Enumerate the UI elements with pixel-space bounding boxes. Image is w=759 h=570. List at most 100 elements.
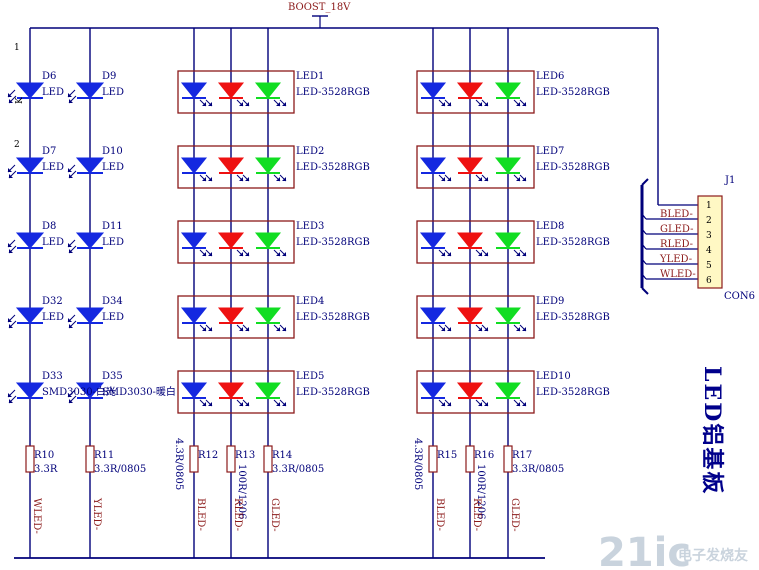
connector-net-2: BLED- [660, 209, 693, 220]
led-d8-body [15, 232, 45, 249]
connector-entry-3 [641, 228, 647, 235]
connector-pin-6: 6 [706, 276, 712, 286]
rgb-led6-blue-body [419, 82, 447, 99]
rgb-led3-green-ray1-head [276, 252, 280, 256]
rgb-ref-led6: LED6 [536, 71, 564, 82]
rgb-led7-blue-body [419, 157, 447, 174]
led-ref-d34: D34 [102, 296, 123, 307]
resistor-ref-r15: R15 [437, 450, 457, 461]
rgb-led7-red-ray2-head [484, 177, 488, 181]
rgb-led6-red-body [456, 82, 484, 99]
connector-pin-1: 1 [706, 201, 712, 211]
led-d11 [67, 232, 105, 254]
led-d9-ray1-head [68, 93, 72, 97]
rgb-ref-led5: LED5 [296, 371, 324, 382]
rgb-led10-green-ray2-head [522, 402, 526, 406]
resistor-ref-r10: R10 [34, 450, 54, 461]
rgb-led8-blue [419, 232, 452, 257]
rgb-led10-blue-body [419, 382, 447, 399]
led-d7-ray2-head [9, 174, 13, 178]
resistor-ref-r16: R16 [474, 450, 494, 461]
led-d33-ray2-head [9, 399, 13, 403]
net-label-r17: GLED- [509, 498, 520, 532]
rgb-led6-red-ray1-head [478, 102, 482, 106]
resistor-r16 [465, 445, 475, 473]
rgb-led8-blue-body [419, 232, 447, 249]
led-d10-ray1-head [68, 168, 72, 172]
rgb-led3-green [254, 232, 287, 257]
rgb-led5-red-ray2-head [245, 402, 249, 406]
rgb-led2-green-ray2-head [282, 177, 286, 181]
rgb-led2-red-ray2-head [245, 177, 249, 181]
led-d34-ray1-head [68, 318, 72, 322]
rgb-led7-green-ray2-head [522, 177, 526, 181]
resistor-value-r14: 3.3R/0805 [272, 464, 324, 475]
rgb-led3-red [217, 232, 250, 257]
rgb-led4-red-body [217, 307, 245, 324]
rgb-led4-green [254, 307, 287, 332]
led-d35-ray2-head [69, 399, 73, 403]
rgb-led5-blue-body [180, 382, 208, 399]
rgb-led4-red-ray1-head [239, 327, 243, 331]
rgb-value-led1: LED-3528RGB [296, 87, 370, 98]
resistor-value-r17: 3.3R/0805 [512, 464, 564, 475]
rgb-led5-blue-ray1-head [202, 402, 206, 406]
rgb-ref-led1: LED1 [296, 71, 324, 82]
led-ref-d33: D33 [42, 371, 63, 382]
rgb-package-led9 [416, 295, 535, 339]
rgb-led7-blue-ray1-head [441, 177, 445, 181]
watermark-subtext: 电子发烧友 [678, 547, 748, 564]
rgb-led8-green [494, 232, 527, 257]
rgb-ref-led9: LED9 [536, 296, 564, 307]
led-value-d35: SMD3030-暖白 [102, 385, 176, 398]
rgb-led1-red-body [217, 82, 245, 99]
led-value-d34: LED [102, 312, 124, 323]
rgb-led3-red-ray2-head [245, 252, 249, 256]
rgb-led6-green-body [494, 82, 522, 99]
led-d6-ray2-head [9, 99, 13, 103]
rgb-led5-red [217, 382, 250, 407]
led-ref-d32: D32 [42, 296, 63, 307]
rgb-led8-red [456, 232, 489, 257]
led-ref-d10: D10 [102, 146, 123, 157]
rgb-led4-blue-ray2-head [208, 327, 212, 331]
rgb-led4-red-ray2-head [245, 327, 249, 331]
led-d11-ray2-head [69, 249, 73, 253]
resistor-r11 [85, 445, 95, 473]
led-d11-body [75, 232, 105, 249]
rgb-led3-red-body [217, 232, 245, 249]
rgb-led3-blue-ray1-head [202, 252, 206, 256]
resistor-value-r11: 3.3R/0805 [94, 464, 146, 475]
led-d6-ray1-head [8, 93, 12, 97]
led-d10-ray2-head [69, 174, 73, 178]
rgb-led6-green-ray2-head [522, 102, 526, 106]
led-ref-d9: D9 [102, 71, 116, 82]
board-title: LED铝基板 [699, 366, 725, 495]
led-d9 [67, 82, 105, 104]
rgb-led2-green-body [254, 157, 282, 174]
rgb-led9-red [456, 307, 489, 332]
rgb-led4-blue-ray1-head [202, 327, 206, 331]
resistor-ref-r17: R17 [512, 450, 532, 461]
rgb-led1-red-ray2-head [245, 102, 249, 106]
rgb-led4-green-body [254, 307, 282, 324]
resistor-value-r16: 100R/1206 [475, 464, 486, 519]
rgb-led7-blue-ray2-head [447, 177, 451, 181]
net-label-r11: YLED- [91, 497, 102, 530]
connector-bus-top [641, 178, 649, 186]
rgb-led5-red-ray1-head [239, 402, 243, 406]
rgb-led1-blue [180, 82, 213, 107]
rgb-led9-blue [419, 307, 452, 332]
rgb-package-led6 [416, 70, 535, 114]
rgb-value-led9: LED-3528RGB [536, 312, 610, 323]
rgb-led9-blue-ray1-head [441, 327, 445, 331]
led-d32-ray2-head [9, 324, 13, 328]
connector-net-3: GLED- [660, 224, 694, 235]
rgb-led6-blue-ray2-head [447, 102, 451, 106]
rgb-led2-blue-ray1-head [202, 177, 206, 181]
led-d7 [7, 157, 45, 179]
connector-entry-2 [641, 213, 647, 220]
rgb-package-led5 [177, 370, 295, 414]
rgb-led9-blue-ray2-head [447, 327, 451, 331]
rgb-package-led1 [177, 70, 295, 114]
